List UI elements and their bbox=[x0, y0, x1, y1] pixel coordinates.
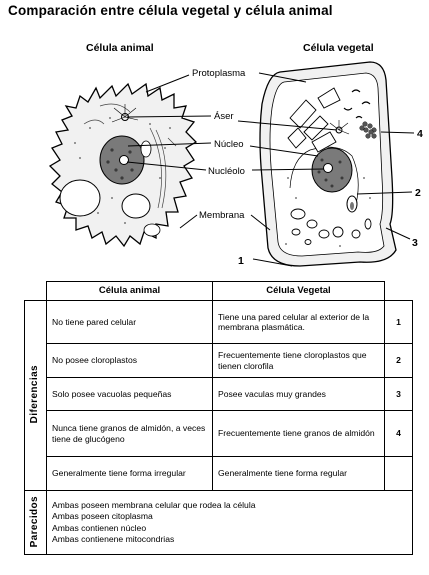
leader-2 bbox=[356, 191, 413, 195]
cell-animal: Solo posee vacuolas pequeñas bbox=[46, 377, 213, 411]
cell-animal: No posee cloroplastos bbox=[46, 343, 213, 378]
label-nucleo: Núcleo bbox=[214, 139, 244, 150]
cell-vegetal: Frecuentemente tiene granos de almidón bbox=[212, 410, 385, 457]
similarity-item: Ambas poseen citoplasma bbox=[52, 511, 153, 521]
table-header-row: Célula animal Célula Vegetal bbox=[25, 281, 413, 301]
leader-nucleolo-animal bbox=[126, 161, 207, 171]
cell-animal: Nunca tiene granos de almidón, a veces t… bbox=[46, 410, 213, 457]
group-differences: Diferencias bbox=[24, 300, 47, 491]
leader-1 bbox=[252, 258, 293, 267]
leader-4 bbox=[380, 131, 415, 134]
header-spacer bbox=[25, 282, 47, 301]
table-row-similarities: Parecidos Ambas poseen membrana celular … bbox=[24, 490, 413, 555]
plant-nucleolus bbox=[323, 163, 333, 173]
page-title: Comparación entre célula vegetal y célul… bbox=[8, 3, 333, 18]
table-row: No posee cloroplastos Frecuentemente tie… bbox=[25, 343, 413, 378]
plant-cell-title: Célula vegetal bbox=[303, 42, 374, 54]
group-similar: Parecidos bbox=[24, 490, 47, 555]
header-animal: Célula animal bbox=[46, 281, 213, 301]
table-row: Generalmente tiene forma irregular Gener… bbox=[25, 456, 413, 491]
animal-vacuole bbox=[140, 140, 152, 158]
leader-membrana-plant bbox=[250, 214, 271, 231]
leader-protoplasma-animal bbox=[145, 74, 190, 93]
label-number-4: 4 bbox=[417, 128, 423, 140]
leader-aser-plant bbox=[237, 120, 338, 131]
cell-diagram: Célula animal Célula vegetal bbox=[48, 42, 423, 267]
table-row: Solo posee vacuolas pequeñas Posee vacul… bbox=[25, 377, 413, 411]
row-number: 2 bbox=[384, 343, 413, 378]
plant-cell bbox=[259, 61, 397, 267]
label-membrana: Membrana bbox=[199, 210, 245, 221]
row-number: 1 bbox=[384, 300, 413, 344]
comparison-table: Célula animal Célula Vegetal Diferencias… bbox=[24, 281, 413, 555]
label-number-3: 3 bbox=[412, 237, 418, 249]
label-number-1: 1 bbox=[238, 255, 244, 267]
row-number: 3 bbox=[384, 377, 413, 411]
leader-nucleo-animal bbox=[127, 142, 212, 147]
cell-vegetal: Posee vaculas muy grandes bbox=[212, 377, 385, 411]
label-protoplasma: Protoplasma bbox=[192, 68, 246, 79]
header-vegetal: Célula Vegetal bbox=[212, 281, 385, 301]
leader-aser-animal bbox=[126, 115, 212, 118]
cell-animal: No tiene pared celular bbox=[46, 300, 213, 344]
similarity-item: Ambas contienen núcleo bbox=[52, 522, 147, 533]
cell-vegetal: Generalmente tiene forma regular bbox=[212, 456, 385, 491]
animal-cell bbox=[48, 82, 198, 248]
leader-membrana-animal bbox=[179, 214, 198, 229]
table-row: Diferencias No tiene pared celular Tiene… bbox=[24, 300, 413, 491]
leader-3 bbox=[385, 227, 411, 240]
animal-vacuole bbox=[121, 193, 151, 219]
animal-nucleolus bbox=[119, 155, 129, 165]
label-number-2: 2 bbox=[415, 187, 421, 199]
leader-protoplasma-plant bbox=[258, 72, 307, 83]
table-row: Nunca tiene granos de almidón, a veces t… bbox=[25, 410, 413, 457]
row-number bbox=[384, 456, 413, 491]
animal-vacuole bbox=[143, 223, 161, 237]
animal-vacuole bbox=[59, 179, 101, 217]
cell-vegetal: Frecuentemente tiene cloroplastos que ti… bbox=[212, 343, 385, 378]
header-spacer-right bbox=[385, 282, 413, 301]
label-nucleolo: Nucléolo bbox=[208, 166, 245, 177]
cell-animal: Generalmente tiene forma irregular bbox=[46, 456, 213, 491]
cell-vegetal: Tiene una pared celular al exterior de l… bbox=[212, 300, 385, 344]
leader-nucleo-plant bbox=[249, 145, 319, 157]
row-number: 4 bbox=[384, 410, 413, 457]
label-aser: Áser bbox=[214, 111, 234, 122]
similarity-item: Ambas poseen membrana celular que rodea … bbox=[52, 499, 256, 510]
similarities-cell: Ambas poseen membrana celular que rodea … bbox=[46, 490, 413, 555]
leader-nucleolo-plant bbox=[251, 168, 325, 171]
animal-cell-title: Célula animal bbox=[86, 42, 154, 54]
similarity-item: Ambas contienene mitocondrias bbox=[52, 534, 175, 544]
